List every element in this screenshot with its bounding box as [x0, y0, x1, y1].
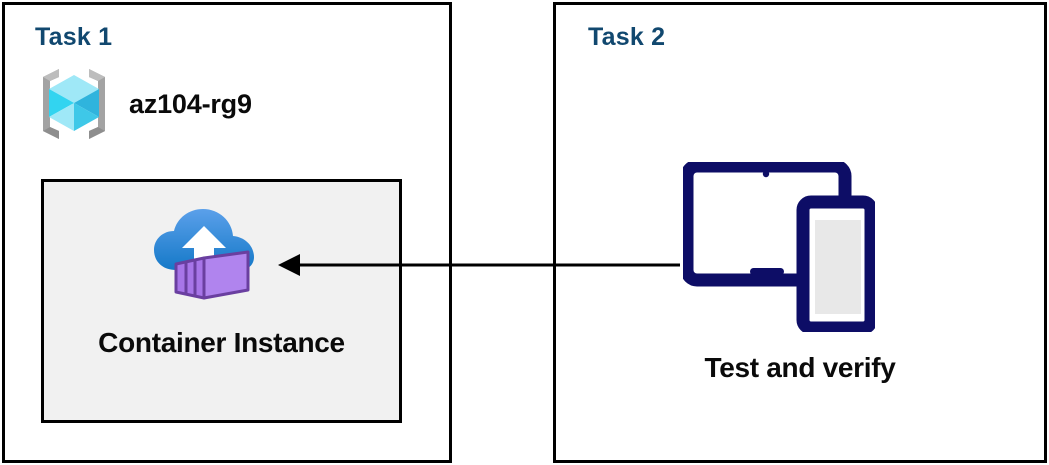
azure-container-instance-icon	[154, 209, 254, 300]
task-1-panel: Task 1	[2, 2, 452, 463]
container-instance-label: Container Instance	[98, 327, 345, 358]
resource-group-label: az104-rg9	[129, 88, 252, 119]
flow-arrow	[278, 254, 680, 276]
task-1-title: Task 1	[35, 23, 113, 51]
resource-group-row: az104-rg9	[33, 63, 252, 145]
test-and-verify-label: Test and verify	[704, 352, 896, 383]
devices-tablet-phone-icon	[683, 162, 875, 332]
azure-resource-group-icon	[43, 69, 105, 139]
task-2-title: Task 2	[588, 23, 666, 51]
container-instance-card[interactable]: Container Instance	[41, 179, 402, 423]
